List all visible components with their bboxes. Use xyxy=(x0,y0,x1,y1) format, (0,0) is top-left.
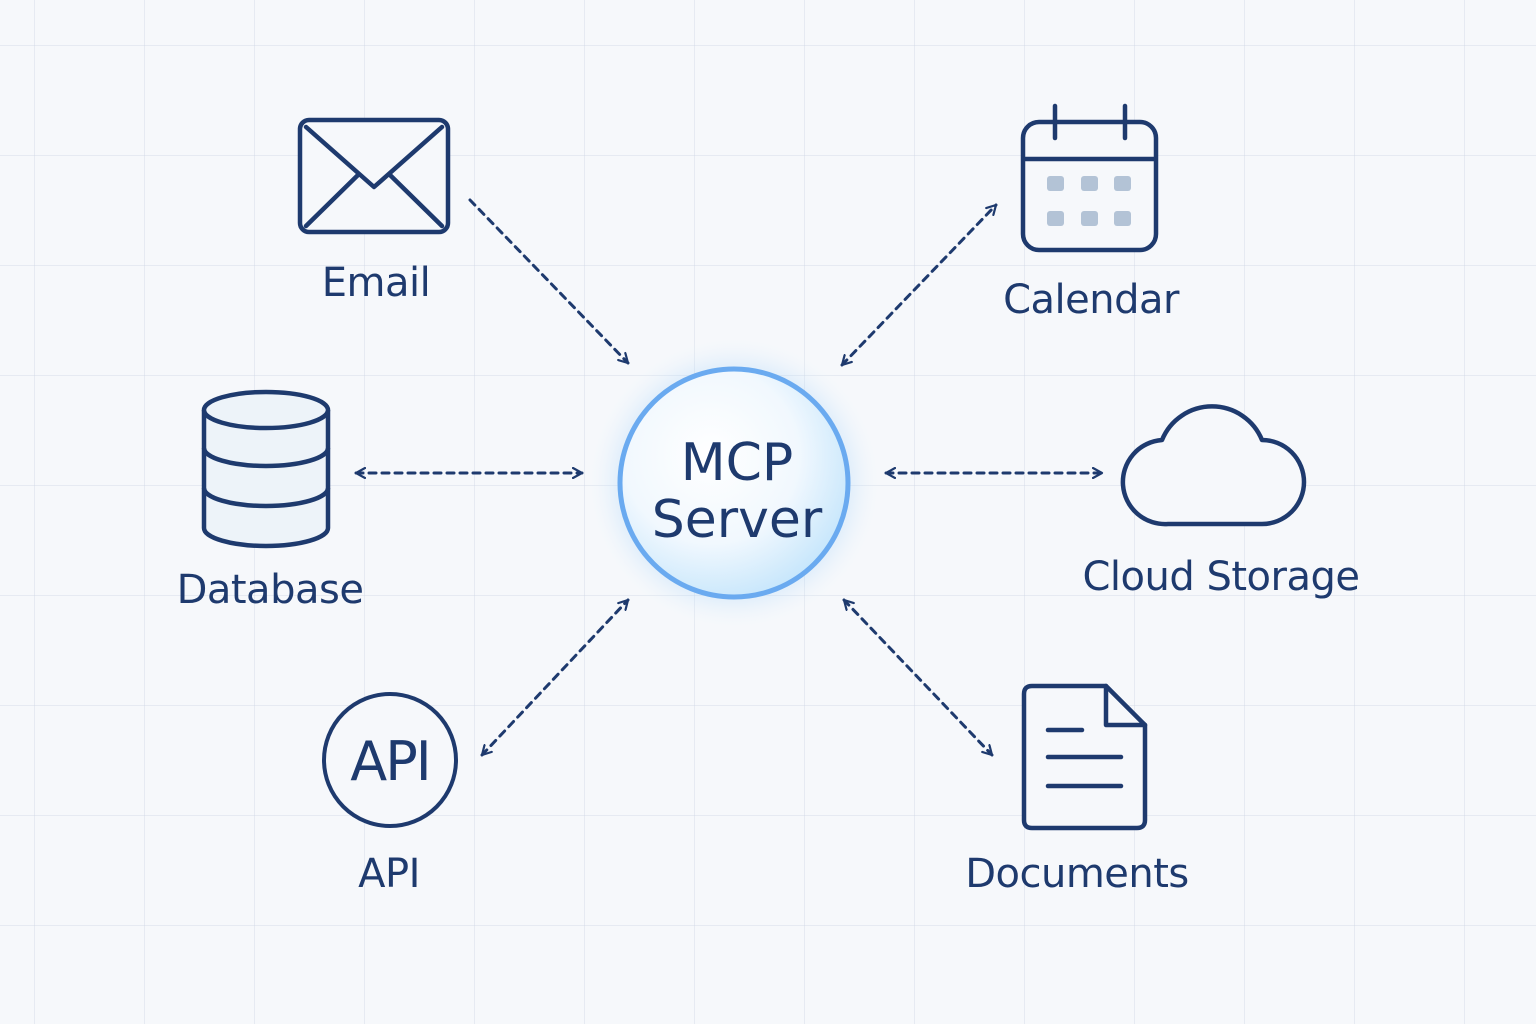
calendar-label: Calendar xyxy=(1003,277,1180,323)
connector-documents xyxy=(842,598,994,757)
node-email: Email xyxy=(297,117,451,306)
envelope-icon xyxy=(297,117,451,235)
cloud-icon xyxy=(1120,404,1307,527)
api-badge-text: API xyxy=(350,730,429,793)
node-calendar: Calendar xyxy=(1003,103,1180,323)
hub-label-line2: Server xyxy=(652,490,823,550)
node-api: API API xyxy=(322,692,458,897)
documents-label: Documents xyxy=(965,851,1189,897)
email-label: Email xyxy=(322,260,430,306)
database-icon xyxy=(201,389,331,549)
node-documents: Documents xyxy=(965,683,1189,897)
mcp-server-hub: MCP Server xyxy=(584,333,884,633)
calendar-icon xyxy=(1020,103,1159,253)
cloud-storage-label: Cloud Storage xyxy=(1083,554,1360,600)
connector-api xyxy=(480,598,630,757)
hub-label-line1: MCP xyxy=(681,433,794,493)
connectors xyxy=(354,198,1104,757)
document-icon xyxy=(1021,683,1148,831)
api-label: API xyxy=(358,851,420,897)
database-label: Database xyxy=(177,567,364,613)
api-badge-icon: API xyxy=(322,692,458,828)
node-cloud-storage: Cloud Storage xyxy=(1083,404,1360,600)
connector-calendar xyxy=(840,203,998,367)
hub-circle xyxy=(617,366,851,600)
connector-email xyxy=(468,198,630,365)
node-database: Database xyxy=(177,389,364,613)
calendar-dots xyxy=(1047,176,1131,226)
